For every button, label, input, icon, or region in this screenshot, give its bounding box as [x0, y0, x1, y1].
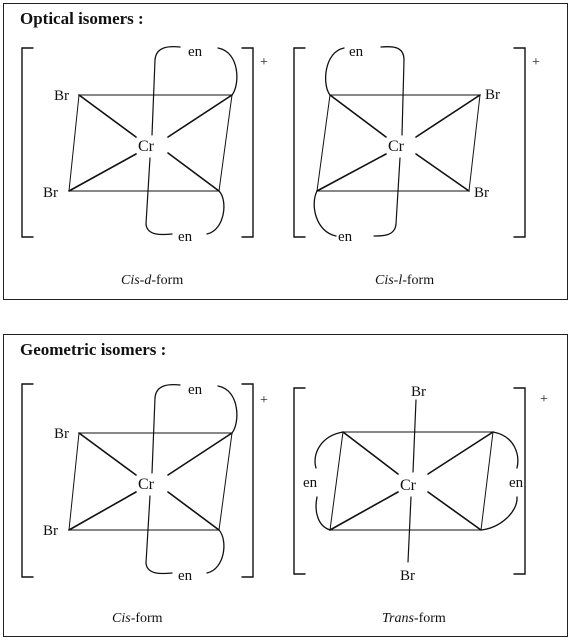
en-chelate-arc	[206, 190, 225, 235]
plane-edge	[218, 94, 233, 192]
caption-suffix: -form	[151, 273, 184, 288]
bond	[145, 157, 151, 225]
bond	[145, 495, 151, 564]
caption-italic: Cis-d	[121, 273, 152, 288]
en-chelate-arc	[145, 223, 173, 236]
bond	[329, 94, 387, 138]
bond	[78, 94, 137, 138]
plane-edge	[329, 431, 344, 531]
caption-suffix: -form	[130, 611, 163, 626]
bond	[68, 491, 137, 531]
right-bracket	[241, 383, 254, 578]
metal-label-cr: Cr	[138, 476, 155, 493]
en-chelate-arc	[154, 383, 181, 399]
bond	[167, 152, 220, 192]
caption-italic: Trans	[382, 611, 414, 626]
plane-edge	[468, 94, 481, 192]
en-chelate-arc	[373, 223, 397, 237]
caption-italic: Cis-l	[375, 273, 403, 288]
plane-edge	[68, 94, 80, 192]
right-bracket	[513, 47, 526, 238]
bond	[401, 59, 405, 136]
bond	[68, 153, 137, 192]
en-chelate-arc	[480, 496, 518, 531]
en-chelate-arc	[206, 529, 225, 574]
caption-trans: Trans-form	[382, 611, 446, 627]
caption-suffix: -form	[402, 273, 435, 288]
en-chelate-arc	[217, 385, 238, 434]
ligand-label-en: en	[178, 568, 193, 584]
bond	[412, 399, 417, 473]
bond	[395, 157, 401, 225]
bond	[78, 432, 137, 476]
bond	[342, 431, 399, 475]
bond	[415, 153, 470, 192]
charge-label: +	[260, 393, 268, 408]
bond	[167, 94, 233, 138]
ligand-label-en: en	[178, 229, 193, 245]
en-chelate-arc	[380, 45, 405, 61]
caption-italic: Cis	[112, 611, 131, 626]
plane-edge	[68, 432, 80, 531]
bond	[167, 432, 233, 476]
ligand-label-br: Br	[43, 185, 58, 201]
metal-label-cr: Cr	[400, 477, 417, 494]
charge-label: +	[532, 55, 540, 70]
metal-label-cr: Cr	[138, 138, 155, 155]
en-chelate-arc	[154, 45, 181, 61]
caption-cis-l: Cis-l-form	[375, 273, 434, 289]
en-chelate-arc	[324, 47, 345, 96]
plane-edge	[480, 431, 494, 531]
bond	[415, 94, 481, 138]
geometric-isomers-title: Geometric isomers :	[20, 340, 167, 359]
bond	[316, 153, 387, 192]
bond	[167, 491, 220, 531]
right-bracket	[513, 387, 526, 575]
caption-cis: Cis-form	[112, 611, 163, 627]
ligand-label-br: Br	[411, 384, 426, 400]
ligand-label-br: Br	[54, 88, 69, 104]
ligand-label-en: en	[188, 382, 203, 398]
right-bracket	[241, 47, 254, 238]
ligand-label-br: Br	[474, 185, 489, 201]
charge-label: +	[540, 392, 548, 407]
left-bracket	[21, 383, 34, 578]
left-bracket	[21, 47, 34, 238]
bond	[329, 491, 399, 531]
ligand-label-en: en	[509, 475, 524, 491]
en-chelate-arc	[492, 431, 519, 469]
ligand-label-en: en	[349, 44, 364, 60]
bond	[427, 431, 494, 475]
geometric-isomers-panel: Geometric isomers :	[3, 334, 568, 637]
plane-edge	[316, 94, 331, 192]
ligand-label-en: en	[303, 475, 318, 491]
ligand-label-br: Br	[54, 426, 69, 442]
left-bracket	[293, 47, 306, 238]
charge-label: +	[260, 55, 268, 70]
optical-isomers-title: Optical isomers :	[20, 9, 144, 28]
bond	[427, 491, 482, 531]
metal-label-cr: Cr	[388, 138, 405, 155]
ligand-label-br: Br	[485, 87, 500, 103]
ligand-label-br: Br	[400, 568, 415, 584]
bond	[151, 59, 156, 136]
caption-suffix: -form	[413, 611, 446, 626]
en-chelate-arc	[315, 496, 331, 531]
en-chelate-arc	[145, 562, 173, 575]
ligand-label-en: en	[338, 229, 353, 245]
en-chelate-arc	[314, 431, 344, 469]
ligand-label-en: en	[188, 44, 203, 60]
en-chelate-arc	[313, 190, 337, 237]
en-chelate-arc	[217, 47, 238, 96]
bond	[151, 397, 156, 474]
left-bracket	[293, 387, 306, 575]
caption-cis-d: Cis-d-form	[121, 273, 183, 289]
plane-edge	[218, 432, 233, 531]
bond	[407, 496, 412, 563]
ligand-label-br: Br	[43, 523, 58, 539]
